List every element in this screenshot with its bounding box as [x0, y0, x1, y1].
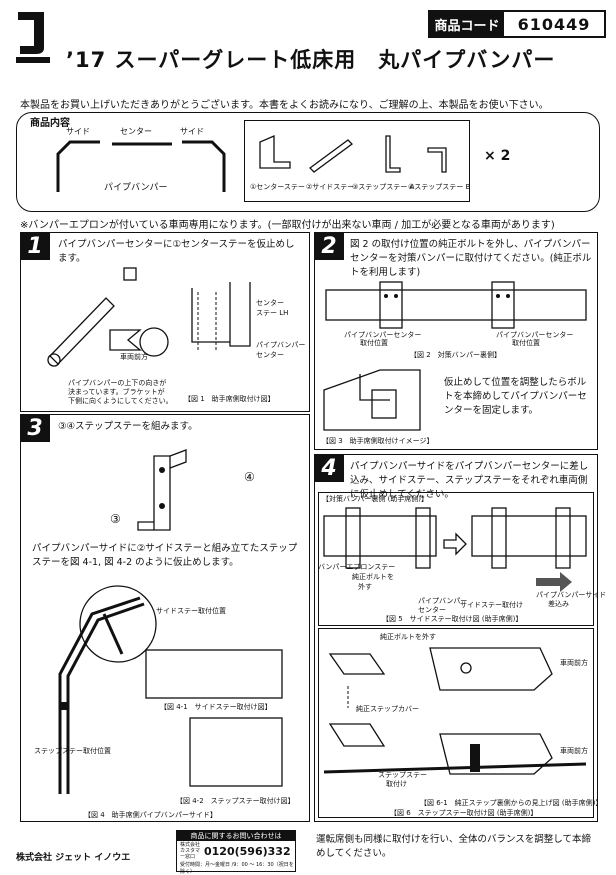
step-1-label-stay-lh: ステー LH	[256, 309, 289, 317]
step-4-fig6-label-front-2: 車両前方	[560, 747, 588, 755]
step-2-label-right-position: パイプバンパーセンター	[496, 331, 574, 339]
step-2-number: 2	[314, 232, 344, 260]
step-1-note-line-3: 下側に向くようにしてください。	[68, 397, 173, 405]
bumper-part-side-left: サイド	[66, 127, 90, 136]
step-3-panel	[20, 414, 310, 822]
step-4-label-pipe-bumper-side: パイプバンパーサイド	[536, 591, 607, 599]
step-2-caption-figure-2: 【図 2 対策バンパー裏側】	[410, 351, 502, 359]
step-4-caption-figure-6-1: 【図 6-1 純正ステップ裏側からの見上げ図 (助手席側)】	[420, 799, 603, 807]
step-3-part-a: ④	[244, 470, 255, 484]
stays-quantity: × 2	[484, 148, 511, 164]
step-2-text-b: 仮止めして位置を調整したらボルトを本締めしてパイプバンパーセンターを固定します。	[444, 377, 587, 416]
step-2-label-left-position: パイプバンパーセンター	[344, 331, 422, 339]
product-code-box: 商品コード 610449	[428, 10, 606, 38]
contact-heading: 商品に関するお問い合わせは	[177, 831, 295, 841]
step-3-part-b: ③	[110, 512, 121, 526]
jet-inoue-logo-icon	[16, 12, 50, 63]
step-1-caption: 【図 1 助手席側取付け図】	[184, 395, 275, 403]
stay-side-label: ②サイドステー	[306, 183, 355, 191]
step-4-figure-6-illustration	[323, 647, 587, 775]
stay-step-b-label: ④ステップステー B	[408, 183, 471, 191]
step-4-text: パイプバンパーサイドをパイプバンパーセンターに差し込み、サイドステー、ステップス…	[350, 461, 589, 500]
product-code-value: 610449	[517, 14, 591, 34]
contact-center-label: 株式会社 カスタマー窓口	[180, 842, 201, 860]
company-name: 株式会社 ジェット イノウエ	[16, 853, 131, 863]
step-4-fig6-label-step-cover: 純正ステップカバー	[356, 705, 419, 713]
step-1-number: 1	[20, 232, 50, 260]
compatibility-notice: ※バンパーエプロンが付いている車両専用になります。(一部取付けが出来ない車両 /…	[20, 220, 555, 231]
step-4-caption-figure-5: 【図 5 サイドステー取付け図 (助手席側)】	[382, 615, 523, 623]
step-3-label-side-stay-position: サイドステー取付位置	[156, 607, 226, 615]
step-4-figure-5-frame	[318, 492, 594, 626]
contents-box	[16, 112, 600, 212]
step-2-figure-3	[323, 369, 421, 431]
stay-step-a-label: ③ステップステー A	[352, 183, 415, 191]
step-4-figure-5-header: 【対策バンパー裏側 (助手席側)】	[322, 495, 429, 503]
step-4-label-remove-bolt-2: 外す	[358, 583, 372, 591]
step-4-label-apron-stay: バンパーエプロンステー	[318, 563, 396, 571]
step-1-note-line-2: 決まっています。ブラケットが	[68, 388, 165, 396]
step-4-label-pipe-bumper: パイプバンパー	[418, 597, 468, 605]
step-1-label-vehicle-front: 車両前方	[120, 353, 148, 361]
contact-phone: 0120(596)332	[204, 844, 291, 858]
step-4-fig6-label-install: 取付け	[386, 780, 407, 788]
step-4-number: 4	[314, 454, 344, 482]
step-2-panel	[314, 232, 598, 450]
step-3-caption-figure-4: 【図 4 助手席側パイプバンパーサイド】	[84, 811, 217, 819]
step-4-fig6-label-step-stay: ステップステー	[378, 771, 427, 779]
step-2-label-left-position-sub: 取付位置	[360, 339, 388, 347]
bumper-part-center: センター	[120, 127, 152, 136]
step-4-panel	[314, 454, 598, 822]
product-code-label: 商品コード	[430, 12, 504, 36]
stay-center-label: ①センターステー	[250, 183, 305, 191]
bumper-part-side-right: サイド	[180, 127, 204, 136]
step-4-figure-6-frame	[318, 628, 594, 818]
stays-illustration	[259, 135, 447, 173]
step-1-label-center: センター	[256, 351, 284, 359]
contact-box: 商品に関するお問い合わせは 株式会社 カスタマー窓口 0120(596)332 …	[176, 830, 296, 875]
step-3-caption-figure-4-1: 【図 4-1 サイドステー取付け図】	[160, 703, 272, 711]
step-2-text: 図 2 の取付け位置の純正ボルトを外し、パイプバンパー センターを対策バンパーに…	[350, 239, 592, 278]
bumper-name: パイプバンパー	[104, 183, 168, 193]
step-4-fig6-label-remove-bolt: 純正ボルトを外す	[380, 633, 436, 641]
step-2-label-right-position-sub: 取付位置	[512, 339, 540, 347]
bumper-illustration	[56, 140, 226, 192]
page-title: ’17 スーパーグレート低床用 丸パイプバンパー	[66, 48, 556, 72]
step-3-caption-figure-4-2: 【図 4-2 ステップステー取付け図】	[176, 797, 295, 805]
contact-hours: 受付時間：月～金曜日 /9：00 ～ 16：30（祝日を除く）	[180, 862, 294, 875]
step-3-number: 3	[20, 414, 50, 442]
step-3-step-stay-illustration	[137, 449, 187, 531]
step-1-label-center-stay: センター	[256, 299, 284, 307]
step-2-figure-2	[325, 281, 587, 329]
step-3-text-b: パイプバンパーサイドに②サイドステーと組み立てたステップステーを図 4-1, 図…	[32, 543, 298, 568]
step-4-label-insert: 差込み	[548, 600, 569, 608]
stays-box	[244, 120, 470, 202]
step-1-label-pipe-bumper: パイプバンパー	[256, 341, 306, 349]
step-3-text: ③④ステップステーを組みます。	[58, 421, 198, 432]
step-1-illustration	[47, 267, 251, 367]
step-1-text: パイプバンパーセンターに①センターステーを仮止めします。	[58, 239, 295, 264]
step-3-label-step-stay-position: ステップステー取付位置	[34, 747, 111, 755]
step-4-figure-5-illustration	[323, 507, 587, 592]
step-1-note-line-1: パイプバンパーの上下の向きが	[68, 379, 167, 387]
closing-text: 運転席側も同様に取付けを行い、全体のバランスを調整して本締めしてください。	[316, 834, 592, 859]
step-4-fig6-label-front-1: 車両前方	[560, 659, 588, 667]
step-4-label-remove-bolt: 純正ボルトを	[352, 573, 394, 581]
step-4-caption-figure-6: 【図 6 ステップステー取付け図 (助手席側)】	[390, 809, 538, 817]
step-2-caption-figure-3: 【図 3 助手席側取付けイメージ】	[322, 437, 434, 445]
step-1-panel	[20, 232, 310, 412]
step-4-label-center: センター	[418, 606, 446, 614]
step-3-figure-4	[58, 585, 283, 794]
intro-text: 本製品をお買い上げいただきありがとうございます。本書をよくお読みになり、ご理解の…	[20, 100, 549, 111]
contents-label: 商品内容	[30, 118, 70, 129]
step-4-label-side-stay-install: サイドステー取付け	[460, 601, 523, 609]
